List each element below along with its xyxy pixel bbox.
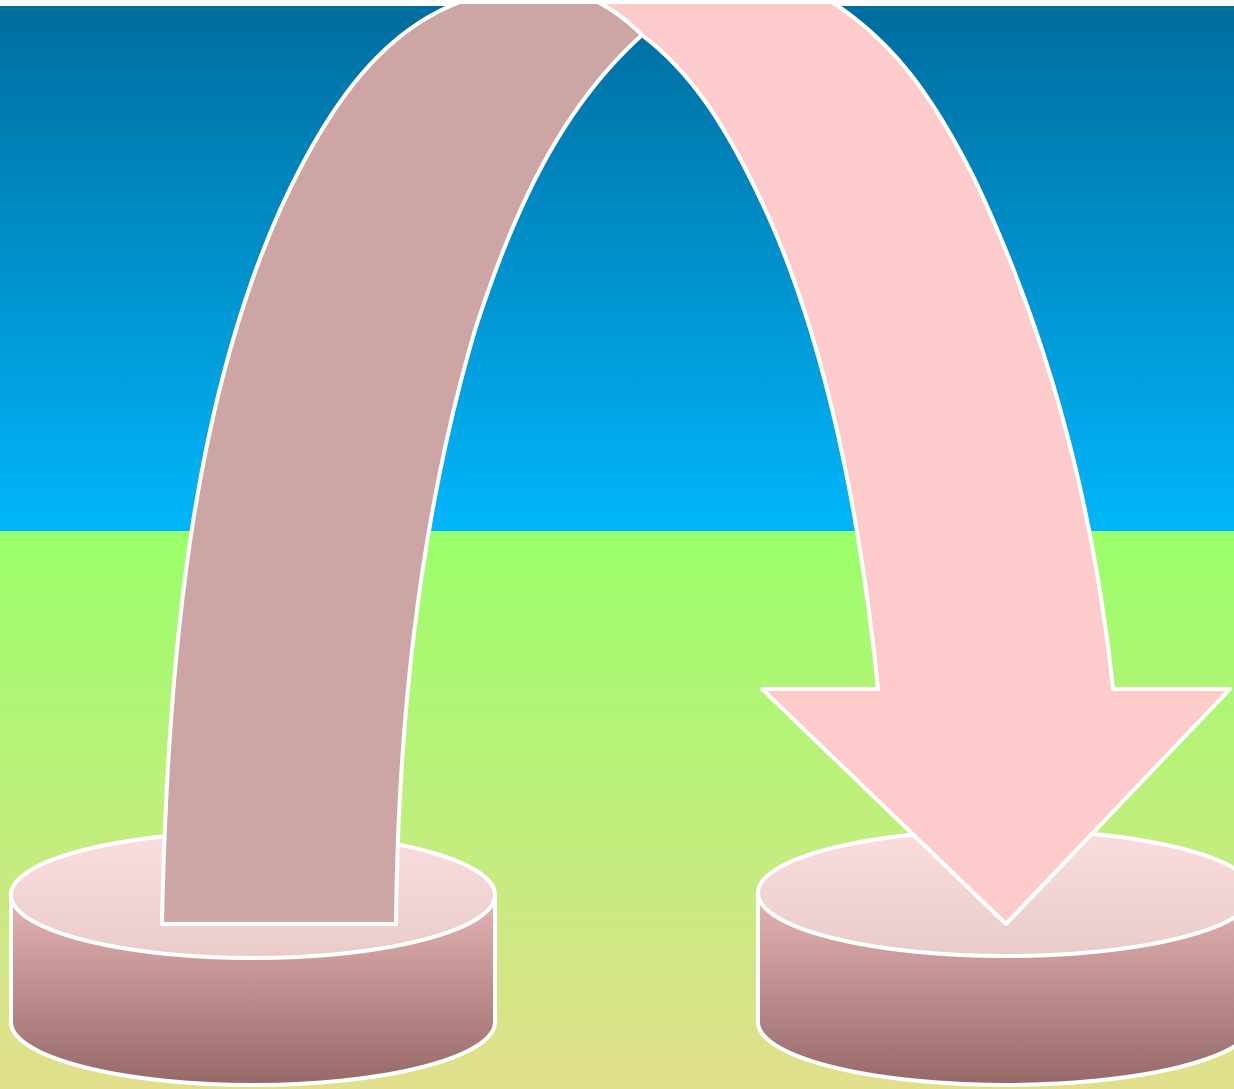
target-platform <box>756 828 1234 1087</box>
descending-arrow <box>596 0 1232 926</box>
